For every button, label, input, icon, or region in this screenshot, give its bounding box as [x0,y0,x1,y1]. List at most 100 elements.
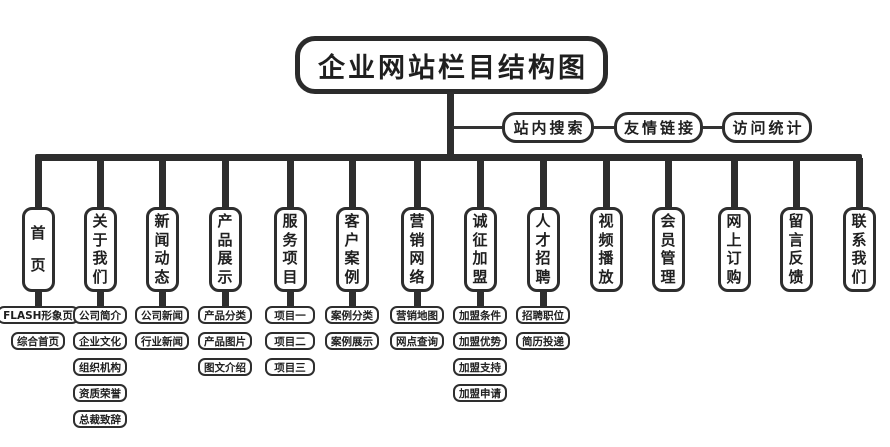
section-label-char: 项 [282,249,298,268]
node-site-search: 站内搜索 [502,112,594,143]
section-label-char: 户 [344,230,360,249]
section-label-char: 闻 [154,230,170,249]
section-label-char: 会 [660,211,676,230]
child-node: 网点查询 [390,332,444,350]
connector-line [476,292,484,306]
section-label-char: 网 [726,211,742,230]
branch-connector-line [452,126,504,129]
section-column: 联系我们 [817,158,890,292]
child-node: 组织机构 [73,358,127,376]
connector-line [730,158,738,207]
connector-line [348,158,356,207]
section-node: 人才招聘 [526,207,560,292]
connector-line [413,292,421,306]
section-label-char: 上 [726,230,742,249]
child-node: 加盟支持 [453,358,507,376]
child-node: 总裁致辞 [73,410,127,428]
child-nodes: 招聘职位简历投递 [516,306,570,350]
section-column: 视频播放 [564,158,648,292]
section-label-char: 务 [282,230,298,249]
section-label-char: 服 [282,211,298,230]
section-label-char: 络 [409,268,425,287]
section-label-char: 关 [92,211,108,230]
section-label-char: 展 [217,249,233,268]
section-label-char: 品 [217,230,233,249]
child-node: 图文介绍 [198,358,252,376]
connector-line [792,158,800,207]
section-node: 客户案例 [335,207,369,292]
section-column: 新闻动态公司新闻行业新闻 [120,158,204,350]
connector-line [539,292,547,306]
connector-line [96,158,104,207]
section-node: 首页 [21,207,55,292]
child-node: 资质荣誉 [73,384,127,402]
child-node: 企业文化 [73,332,127,350]
node-visit-stats: 访问统计 [722,112,812,143]
child-nodes: 公司简介企业文化组织机构资质荣誉总裁致辞 [73,306,127,428]
child-node: 简历投递 [516,332,570,350]
section-label-char: 网 [409,249,425,268]
section-node: 会员管理 [651,207,685,292]
top-link-connector-line [592,126,616,129]
child-node: 产品分类 [198,306,252,324]
section-label-char: 于 [92,230,108,249]
section-label-char: 营 [409,211,425,230]
child-node: 营销地图 [390,306,444,324]
connector-line [664,158,672,207]
section-label-char: 人 [535,211,551,230]
section-label-char: 反 [788,249,804,268]
section-label-char: 诚 [472,211,488,230]
section-label-char: 盟 [472,268,488,287]
section-label-char: 放 [598,268,614,287]
connector-line [476,158,484,207]
section-label-char: 我 [851,249,867,268]
section-column: 服务项目项目一项目二项目三 [248,158,332,376]
section-column: 关于我们公司简介企业文化组织机构资质荣誉总裁致辞 [58,158,142,428]
section-node: 营销网络 [400,207,434,292]
section-label-char: 案 [344,249,360,268]
child-nodes: FLASH形象页综合首页 [0,306,79,350]
section-label-char: 频 [598,230,614,249]
section-column: 留言反馈 [754,158,838,292]
chart-title: 企业网站栏目结构图 [295,36,608,94]
section-label-char: 馈 [788,268,804,287]
connector-line [539,158,547,207]
section-column: 客户案例案例分类案例展示 [310,158,394,350]
connector-line [158,292,166,306]
connector-line [96,292,104,306]
node-friend-links: 友情链接 [614,112,703,143]
connector-line [34,292,42,306]
connector-line [602,158,610,207]
section-label-char: 们 [851,268,867,287]
section-label-char: 我 [92,249,108,268]
child-node: 项目三 [265,358,315,376]
section-label-char: 播 [598,249,614,268]
section-label-char: 订 [726,249,742,268]
child-nodes: 营销地图网点查询 [390,306,444,350]
section-label-char: 销 [409,230,425,249]
child-node: 招聘职位 [516,306,570,324]
connector-line [221,292,229,306]
child-node: 加盟优势 [453,332,507,350]
connector-line [348,292,356,306]
section-label-char: 理 [660,268,676,287]
trunk-connector-line [447,92,454,156]
section-label-char: 留 [788,211,804,230]
section-label-char: 页 [30,255,46,274]
child-nodes: 公司新闻行业新闻 [135,306,189,350]
section-node: 联系我们 [842,207,876,292]
section-label-char: 员 [660,230,676,249]
section-label-char: 言 [788,230,804,249]
section-label-char: 征 [472,230,488,249]
section-column: 人才招聘招聘职位简历投递 [501,158,585,350]
section-label-char: 管 [660,249,676,268]
section-label-char: 示 [217,268,233,287]
section-label-char: 新 [154,211,170,230]
section-node: 关于我们 [83,207,117,292]
connector-line [221,158,229,207]
child-nodes: 加盟条件加盟优势加盟支持加盟申请 [453,306,507,402]
section-label-char: 视 [598,211,614,230]
child-node: 加盟条件 [453,306,507,324]
section-node: 诚征加盟 [463,207,497,292]
